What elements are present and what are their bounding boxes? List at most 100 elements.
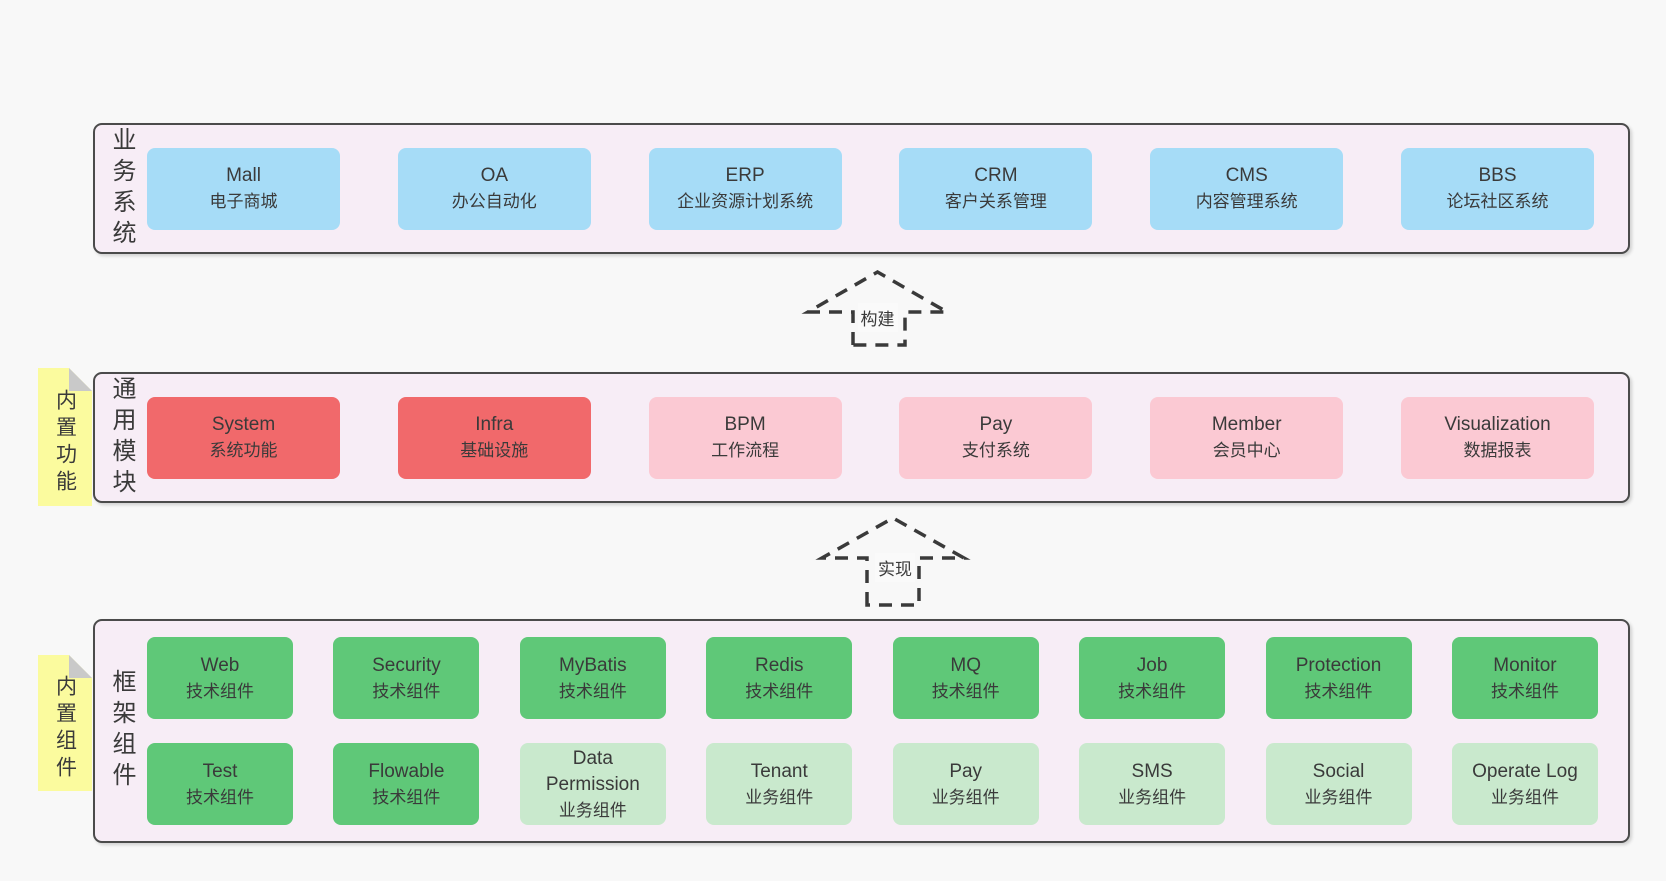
box-redis: Redis 技术组件 bbox=[706, 637, 853, 719]
box-monitor: Monitor 技术组件 bbox=[1451, 637, 1598, 719]
box-system: System 系统功能 bbox=[147, 396, 340, 479]
box-title: OA bbox=[480, 165, 509, 186]
arrow-build-label: 构建 bbox=[857, 303, 898, 332]
dashed-up-arrow-icon bbox=[801, 269, 954, 347]
box-pay: Pay 支付系统 bbox=[899, 396, 1093, 479]
box-title: MQ bbox=[950, 654, 981, 676]
box-subtitle: 内容管理系统 bbox=[1195, 192, 1298, 211]
box-crm: CRM 客户关系管理 bbox=[899, 147, 1093, 230]
box-web: Web 技术组件 bbox=[147, 637, 293, 719]
box-title: Protection bbox=[1295, 654, 1382, 676]
box-title: Infra bbox=[475, 414, 514, 435]
box-subtitle: 业务组件 bbox=[1490, 787, 1559, 807]
box-oa: OA 办公自动化 bbox=[397, 147, 591, 230]
box-title: Flowable bbox=[368, 760, 445, 782]
box-cms: CMS 内容管理系统 bbox=[1150, 147, 1344, 230]
section-label-text: 框架组件 bbox=[108, 669, 135, 793]
box-bbs: BBS 论坛社区系统 bbox=[1400, 147, 1594, 230]
component-row-2: Test 技术组件 Flowable 技术组件 Data Permission … bbox=[147, 743, 1598, 825]
sticky-note-text: 内置组件 bbox=[53, 675, 77, 783]
box-subtitle: 基础设施 bbox=[460, 441, 529, 460]
box-subtitle: 电子商城 bbox=[209, 192, 278, 211]
box-title: Operate Log bbox=[1472, 760, 1578, 782]
component-row-1: Web 技术组件 Security 技术组件 MyBatis 技术组件 Redi… bbox=[147, 637, 1598, 719]
box-title: Data Permission bbox=[545, 747, 640, 795]
box-subtitle: 技术组件 bbox=[745, 681, 814, 701]
box-title: Security bbox=[372, 654, 441, 676]
box-title: BBS bbox=[1478, 165, 1517, 186]
section-label-modules: 通用模块 bbox=[95, 374, 147, 501]
box-infra: Infra 基础设施 bbox=[397, 396, 591, 479]
sticky-note-built-in-components: 内置组件 bbox=[38, 655, 92, 791]
box-subtitle: 业务组件 bbox=[1304, 787, 1373, 807]
box-subtitle: 技术组件 bbox=[372, 787, 441, 807]
box-title: SMS bbox=[1131, 760, 1173, 782]
box-subtitle: 会员中心 bbox=[1212, 441, 1281, 460]
box-tenant: Tenant 业务组件 bbox=[706, 743, 853, 825]
box-subtitle: 业务组件 bbox=[1118, 787, 1187, 807]
box-title: Tenant bbox=[750, 760, 808, 782]
box-subtitle: 工作流程 bbox=[711, 441, 780, 460]
section-business-systems: 业务系统 Mall 电子商城 OA 办公自动化 ERP 企业资源计划系统 CRM… bbox=[93, 123, 1630, 254]
sticky-note-built-in-features: 内置功能 bbox=[38, 368, 92, 506]
box-title: MyBatis bbox=[559, 654, 627, 676]
box-visualization: Visualization 数据报表 bbox=[1400, 396, 1594, 479]
box-title: CMS bbox=[1225, 165, 1268, 186]
box-subtitle: 客户关系管理 bbox=[944, 192, 1047, 211]
module-boxes-row: System 系统功能 Infra 基础设施 BPM 工作流程 Pay 支付系统… bbox=[147, 374, 1628, 501]
box-member: Member 会员中心 bbox=[1150, 396, 1344, 479]
section-framework-components: 框架组件 Web 技术组件 Security 技术组件 MyBatis 技术组件… bbox=[93, 619, 1630, 843]
box-erp: ERP 企业资源计划系统 bbox=[648, 147, 842, 230]
box-subtitle: 企业资源计划系统 bbox=[677, 192, 814, 211]
box-mq: MQ 技术组件 bbox=[892, 637, 1039, 719]
box-sms: SMS 业务组件 bbox=[1079, 743, 1226, 825]
box-title: Pay bbox=[949, 760, 983, 782]
box-title: Job bbox=[1136, 654, 1168, 676]
box-subtitle: 支付系统 bbox=[961, 441, 1030, 460]
box-subtitle: 技术组件 bbox=[931, 681, 1000, 701]
box-title: System bbox=[211, 414, 276, 435]
box-title: CRM bbox=[974, 165, 1018, 186]
arrow-implement-label: 实现 bbox=[875, 553, 915, 582]
business-boxes-row: Mall 电子商城 OA 办公自动化 ERP 企业资源计划系统 CRM 客户关系… bbox=[147, 125, 1628, 252]
box-subtitle: 技术组件 bbox=[558, 681, 627, 701]
box-title: ERP bbox=[725, 165, 765, 186]
component-boxes-grid: Web 技术组件 Security 技术组件 MyBatis 技术组件 Redi… bbox=[147, 621, 1628, 841]
box-subtitle: 业务组件 bbox=[558, 800, 627, 820]
box-security: Security 技术组件 bbox=[333, 637, 480, 719]
section-common-modules: 通用模块 System 系统功能 Infra 基础设施 BPM 工作流程 Pay… bbox=[93, 372, 1630, 503]
section-label-business: 业务系统 bbox=[95, 125, 147, 252]
box-flowable: Flowable 技术组件 bbox=[333, 743, 480, 825]
box-bpm: BPM 工作流程 bbox=[648, 396, 842, 479]
section-label-text: 业务系统 bbox=[108, 126, 135, 251]
box-title: Pay bbox=[979, 414, 1013, 435]
box-subtitle: 技术组件 bbox=[1304, 681, 1373, 701]
box-social: Social 业务组件 bbox=[1265, 743, 1412, 825]
box-subtitle: 技术组件 bbox=[1118, 681, 1187, 701]
box-subtitle: 技术组件 bbox=[1490, 681, 1559, 701]
box-title: Test bbox=[202, 760, 238, 782]
box-subtitle: 技术组件 bbox=[372, 681, 441, 701]
box-job: Job 技术组件 bbox=[1079, 637, 1226, 719]
box-title: Member bbox=[1211, 414, 1282, 435]
dashed-up-arrow-icon bbox=[815, 515, 971, 607]
box-title: Redis bbox=[754, 654, 804, 676]
box-data-permission: Data Permission 业务组件 bbox=[519, 743, 666, 825]
box-test: Test 技术组件 bbox=[147, 743, 293, 825]
section-label-text: 通用模块 bbox=[108, 375, 135, 500]
box-mall: Mall 电子商城 bbox=[147, 147, 340, 230]
box-operate-log: Operate Log 业务组件 bbox=[1451, 743, 1598, 825]
box-subtitle: 技术组件 bbox=[186, 681, 254, 701]
box-title: Mall bbox=[226, 165, 261, 186]
box-title: Social bbox=[1312, 760, 1365, 782]
box-subtitle: 业务组件 bbox=[745, 787, 814, 807]
box-protection: Protection 技术组件 bbox=[1265, 637, 1412, 719]
box-title: Monitor bbox=[1493, 654, 1557, 676]
box-subtitle: 办公自动化 bbox=[451, 192, 537, 211]
box-title: BPM bbox=[724, 414, 766, 435]
sticky-note-text: 内置功能 bbox=[53, 389, 77, 497]
box-subtitle: 技术组件 bbox=[186, 787, 254, 807]
box-subtitle: 数据报表 bbox=[1463, 441, 1532, 460]
box-title: Visualization bbox=[1444, 414, 1551, 435]
box-title: Web bbox=[200, 654, 240, 676]
